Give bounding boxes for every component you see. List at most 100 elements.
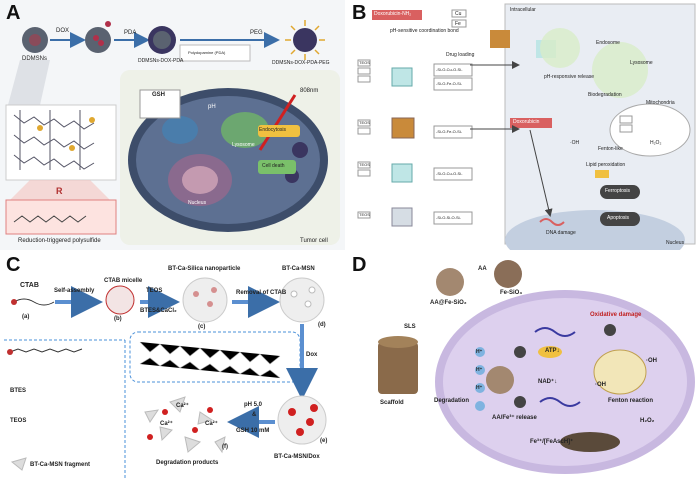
c-sub-f: (f) [222,444,228,450]
b-teos-1: TEOS [359,60,370,65]
d-nad: NAD⁺↓ [538,379,558,385]
b-cu: Cu [455,11,462,17]
c-legend-fragment: BT-Ca-MSN fragment [30,462,91,468]
c-sub-b: (b) [114,316,122,322]
c-bt-ca-msn: BT-Ca-MSN [282,266,315,272]
c-bt-ca-silica: BT-Ca-Silica nanoparticle [168,266,241,272]
b-coord-bond: pH-sensitive coordination bond [390,28,459,34]
d-oxidative: Oxidative damage [590,312,642,318]
panel-d: D AA Fe-SiO₃ AA@Fe-SiO₂ SLS Scaffold Deg… [350,252,700,478]
b-dna: DNA damage [546,230,576,236]
panel-c-diagram [4,277,327,478]
panel-c: C CTAB Self-assembly CTAB micelle [0,252,345,478]
b-oh: ·OH [570,140,580,146]
d-fe-complex: Fe³⁺/[FeAscH]⁺ [530,439,574,445]
b-doxorubicin: Doxorubicin [513,119,540,125]
a-nir: 808nm [300,88,319,94]
a-ph: pH [208,104,216,110]
c-legend-btes: BTES [10,388,27,394]
b-bond3: -Si-O-Fe-O-Si- [436,129,462,134]
a-polydopamine: Polydopamine (PDA) [188,50,226,55]
d-aa: AA [478,266,487,272]
b-nucleus: Nucleus [666,240,685,246]
b-doxorubicin-nh2: Doxorubicin-NH₂ [374,11,412,17]
c-bt-ca-msn-dox: BT-Ca-MSN/Dox [274,454,320,460]
b-bond2: -Si-O-Fe-O-Si- [436,81,462,86]
b-teos-2: TEOS [359,120,370,125]
b-bond4: -Si-O-Cu-O-Si- [436,171,463,176]
b-bond1: -Si-O-Cu-O-Si- [436,67,463,72]
b-fe: Fe [455,21,461,27]
a-pda: PDA [124,30,137,36]
c-legend-teos: TEOS [10,418,27,424]
d-degradation: Degradation [434,398,470,404]
b-ph-release: pH-responsive release [544,74,595,80]
c-amp: & [252,412,257,418]
c-sub-e: (e) [320,438,328,444]
a-r-label: R [56,186,63,196]
d-fe-sio2: Fe-SiO₃ [500,290,523,296]
a-reduction: Reduction-triggered polysulfide [18,238,101,244]
c-sub-d: (d) [318,322,326,328]
a-final: DDMSNs-DOX-PDA-PEG [272,60,330,66]
panel-b-label: B [352,2,367,24]
a-tumor-cell: Tumor cell [300,238,328,244]
c-gsh-cond: GSH 10 mM [236,428,270,434]
b-lipid: Lipid peroxidation [586,162,626,168]
panel-d-diagram [378,260,695,474]
a-nucleus: Nucleus [188,200,207,206]
a-dmsns: DDMSNs [22,56,47,62]
panel-d-label: D [352,254,367,276]
c-sub-a: (a) [22,314,30,320]
c-dox: Dox [306,352,318,358]
b-fenton: Fenton-like [598,146,623,152]
a-dox-pda: DDMSNs-DOX-PDA [138,58,184,64]
d-aa-fe: AA@Fe-SiO₂ [430,300,467,306]
d-sls: SLS [404,324,416,330]
d-scaffold: Scaffold [380,400,404,406]
d-hplus-3: H⁺ [476,385,483,391]
c-micelle: CTAB micelle [104,278,143,284]
b-lysosome: Lysosome [630,60,653,66]
c-btes-cacl2: BTES&CaCl₂ [140,308,177,314]
d-hplus-2: H⁺ [476,367,483,373]
b-apoptosis: Apoptosis [607,215,629,221]
a-lysosome: Lysosome [232,142,255,148]
panel-c-label: C [6,254,21,276]
c-ph-cond: pH 5.0 [244,402,263,408]
c-removal: Removal of CTAB [236,290,287,296]
b-intracellular: Intracellular [510,7,536,13]
panel-a: A [0,0,345,250]
d-atp: ATP↓ [545,348,560,354]
a-endocytosis: Endocytosis [259,127,286,133]
c-sub-c: (c) [198,324,206,330]
b-teos-4: TEOS [359,212,370,217]
d-oh-1: ·OH [595,382,606,388]
b-h2o2: H₂O₂ [650,140,662,146]
b-ferroptosis: Ferroptosis [605,188,631,194]
panel-b: B [350,0,700,250]
b-mitochondria: Mitochondria [646,100,675,106]
b-bond5: -Si-O-Si-O-Si- [436,215,461,220]
panel-b-diagram [357,3,696,250]
d-oh-2: ·OH [646,358,657,364]
c-ca-3: Ca²⁺ [176,403,189,409]
d-hplus-1: H⁺ [476,349,483,355]
a-dox: DOX [56,28,70,34]
c-ca-1: Ca²⁺ [160,421,173,427]
panel-a-label: A [6,2,21,24]
b-endosome: Endosome [596,40,620,46]
b-drug-loading: Drug loading [446,52,475,58]
d-fenton: Fenton reaction [608,398,654,404]
c-teos: TEOS [146,288,163,294]
b-teos-3: TEOS [359,162,370,167]
d-h2o2: H₂O₂ [640,418,655,424]
c-ctab: CTAB [20,282,39,289]
d-release: AA/Fe³⁺ release [492,415,537,421]
c-self-assembly: Self-assembly [54,288,95,294]
c-ca-2: Ca²⁺ [205,421,218,427]
a-peg: PEG [250,30,263,36]
panel-a-diagram [5,20,340,245]
c-degradation-products: Degradation products [156,460,219,466]
b-biodegradation: Biodegradation [588,92,622,98]
